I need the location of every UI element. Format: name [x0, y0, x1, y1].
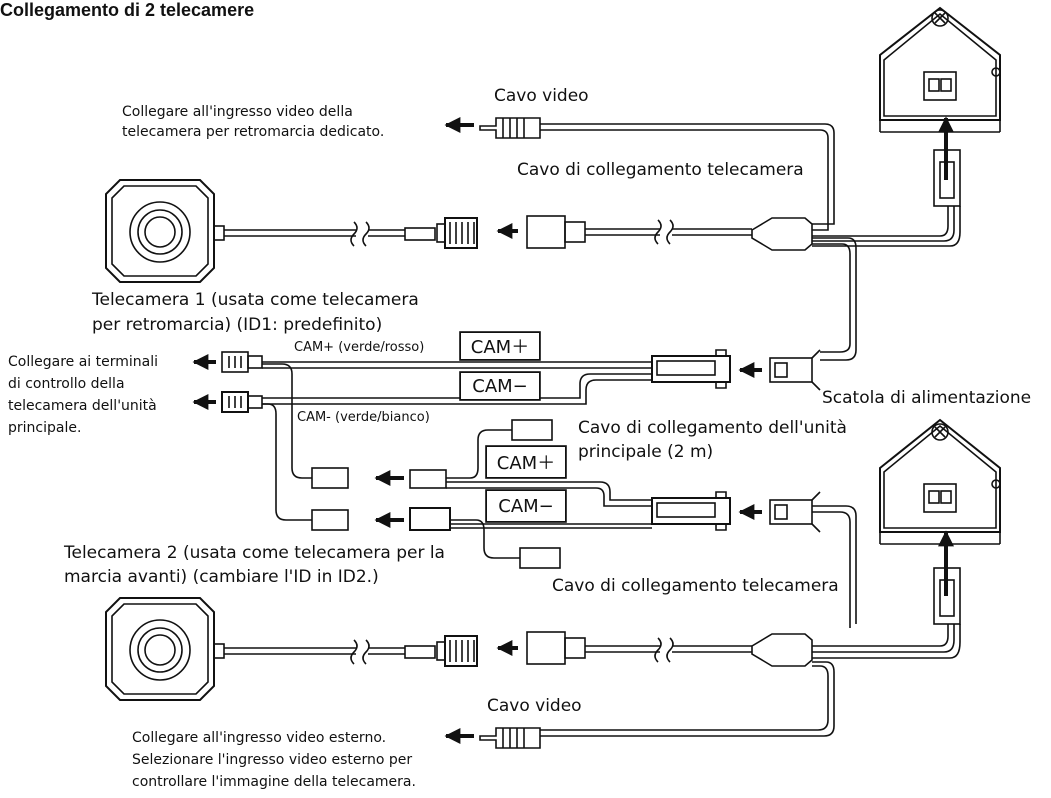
- control-terminal-2-icon: [221, 391, 263, 413]
- power-plug-top-icon: [933, 149, 961, 207]
- cam-minus-wire-label: CAM- (verde/bianco): [297, 410, 430, 425]
- camera-2-icon: [105, 597, 225, 701]
- power-plug-bottom-icon: [933, 567, 961, 625]
- mid-connector-left-1: [311, 467, 349, 489]
- camera-1-plug-icon: [436, 217, 478, 249]
- cam-plus-box-bottom-label: CAM＋: [486, 446, 566, 478]
- power-box-label: Scatola di alimentazione: [822, 388, 1032, 408]
- camera-2-plug-icon: [436, 635, 478, 667]
- mid-connector-right-2: [409, 507, 451, 531]
- control-note-2: di controllo della: [8, 376, 125, 392]
- top-video-rca-plug: [479, 117, 541, 139]
- camera-1-cable: [224, 229, 405, 237]
- main-unit-connector-top-icon: [651, 349, 731, 389]
- video-cable-bottom-label: Cavo video: [487, 696, 582, 716]
- cam-plus-wire-label: CAM+ (verde/rosso): [294, 340, 425, 355]
- camera-cable-bottom-label: Cavo di collegamento telecamera: [552, 576, 839, 596]
- bottom-video-note-1: Collegare all'ingresso video esterno.: [132, 730, 387, 746]
- cam-minus-box-bottom-label: CAM−: [486, 490, 566, 522]
- power-plug-main-top-icon: [769, 349, 821, 391]
- video-cable-top-label: Cavo video: [494, 86, 589, 106]
- camera-cable-top-label: Cavo di collegamento telecamera: [517, 160, 804, 180]
- camera-cable-bottom-splitter: [751, 633, 813, 667]
- power-box-top-icon: [879, 6, 1001, 133]
- camera-1-label-2: per retromarcia) (ID1: predefinito): [92, 315, 383, 335]
- control-note-4: principale.: [8, 420, 82, 436]
- control-note-1: Collegare ai terminali: [8, 354, 159, 370]
- camera-1-connector: [404, 227, 436, 241]
- cam-minus-box-top-label: CAM−: [460, 372, 540, 400]
- control-note-3: telecamera dell'unità: [8, 398, 157, 414]
- bottom-video-note-3: controllare l'immagine della telecamera.: [132, 774, 416, 790]
- main-unit-cable-label-2: principale (2 m): [578, 442, 714, 462]
- top-video-note-1: Collegare all'ingresso video della: [122, 104, 353, 120]
- mid-connector-left-2: [311, 509, 349, 531]
- top-video-note-2: telecamera per retromarcia dedicato.: [122, 124, 385, 140]
- power-box-bottom-icon: [879, 418, 1001, 545]
- diagram-title: Collegamento di 2 telecamere: [0, 0, 255, 20]
- bottom-video-rca-plug: [479, 727, 541, 749]
- cam-plus-box-top-label: CAM＋: [460, 332, 540, 360]
- main-unit-cable-label-1: Cavo di collegamento dell'unità: [578, 418, 847, 438]
- camera-cable-top-splitter: [751, 217, 813, 251]
- control-terminal-1-icon: [221, 351, 263, 373]
- camera-2-label-1: Telecamera 2 (usata come telecamera per …: [64, 543, 445, 563]
- camera-1-label-1: Telecamera 1 (usata come telecamera: [92, 290, 419, 310]
- bottom-video-note-2: Selezionare l'ingresso video esterno per: [132, 752, 413, 768]
- mid-connector-right-1: [409, 469, 447, 489]
- main-unit-connector-bottom-icon: [651, 491, 731, 531]
- camera-cable-top-connector: [526, 215, 566, 249]
- camera-2-label-2: marcia avanti) (cambiare l'ID in ID2.): [64, 567, 379, 587]
- camera-1-icon: [105, 179, 225, 283]
